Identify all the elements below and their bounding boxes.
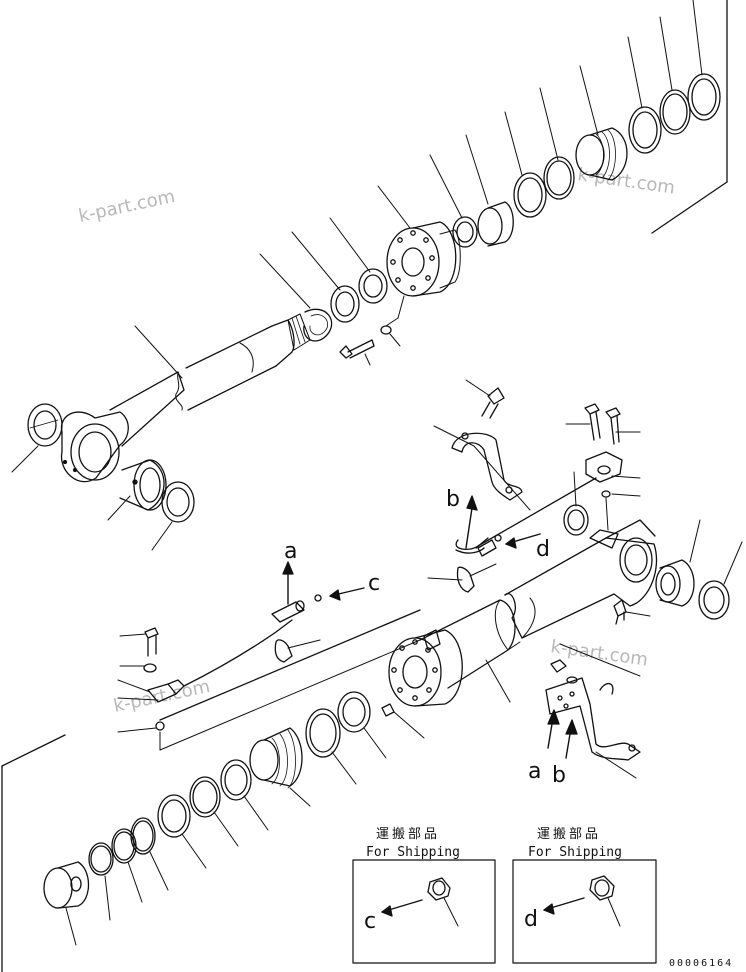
shipping-en-label: For Shipping [528, 845, 622, 860]
dust-seal-ring [161, 481, 195, 523]
lower-ring-2 [305, 708, 341, 758]
lower-ring-3 [220, 759, 252, 801]
ring-9 [687, 73, 721, 121]
ring-8 [659, 89, 691, 135]
shipping-box-d: 運搬部品 For Shipping d [512, 827, 657, 964]
bottom-bushing-ring [563, 504, 589, 536]
hydraulic-pipe-upper [455, 477, 597, 554]
ref-letter-c: c [368, 571, 380, 596]
piston [575, 127, 628, 181]
nut-washer [566, 676, 578, 684]
hose-fitting-d [477, 534, 502, 557]
ref-letter-a: a [284, 539, 297, 564]
ring-2 [358, 268, 388, 304]
shipping-jp-label: 運搬部品 [537, 827, 601, 842]
leader-lines-upper [11, 0, 703, 551]
rod-eye [60, 411, 129, 483]
tube-flange [388, 629, 463, 707]
rod-bushing [119, 459, 167, 511]
ring-1 [330, 285, 360, 323]
shipping-letter: d [524, 907, 538, 932]
watermark: k-part.com [112, 676, 212, 717]
ref-letter-b-lower: b [552, 763, 566, 788]
lower-bushing [43, 861, 90, 909]
cylinder-head [386, 221, 461, 297]
snap-ring [303, 308, 333, 342]
lower-ring-5 [157, 794, 191, 838]
rod-eye-bushing [27, 403, 63, 447]
rod-shaft [109, 313, 311, 447]
tube-end-seal [698, 580, 730, 620]
pipe-bracket [585, 451, 623, 483]
ref-letter-a-lower: a [528, 759, 541, 784]
shipping-nut [589, 875, 621, 927]
support-bracket [545, 677, 641, 761]
shipping-box-c: 運搬部品 For Shipping c [352, 827, 496, 964]
lower-ring-1 [337, 691, 371, 733]
drawing-code: 00006164 [669, 958, 733, 969]
lower-ring-4 [189, 776, 221, 818]
lower-ring-8 [88, 842, 114, 876]
ring-7 [628, 106, 662, 154]
watermark: k-part.com [549, 636, 649, 670]
leader-lines-lower [65, 379, 743, 946]
shipping-en-label: For Shipping [366, 845, 460, 860]
tube-body [419, 599, 521, 689]
nut [550, 659, 567, 673]
bracket-bolts [584, 403, 621, 445]
ring-4 [477, 201, 514, 247]
hose-clamp-b [456, 566, 475, 593]
ring-6 [543, 156, 575, 200]
watermark: k-part.com [77, 186, 177, 227]
tube-end-bushing [655, 559, 695, 607]
frame-lines [1, 0, 728, 972]
reference-letters: a c b d a b [284, 487, 566, 788]
cylinder-tube [504, 519, 658, 639]
hose-clamp [451, 432, 523, 501]
left-pipe-bracket [143, 609, 421, 721]
clamp-bolt [481, 387, 505, 419]
plug [381, 703, 395, 717]
ring-3 [452, 216, 478, 248]
head-bolt [339, 325, 392, 359]
ring-5 [513, 172, 547, 218]
grease-fitting [613, 599, 627, 625]
watermarks: k-part.com k-part.com k-part.com k-part.… [77, 164, 677, 717]
reference-arrows [282, 495, 578, 759]
lower-ring-7 [111, 828, 137, 864]
lower-ring-6 [130, 817, 156, 855]
shipping-nut [427, 877, 459, 927]
shipping-jp-label: 運搬部品 [376, 827, 440, 842]
piston-rod-assembly [27, 73, 721, 523]
lower-piston [249, 727, 303, 789]
ref-letter-d: d [536, 537, 550, 562]
ref-letter-b: b [446, 487, 460, 512]
watermark: k-part.com [576, 164, 676, 198]
cylinder-tube-assembly [43, 387, 730, 909]
bracket-washer [601, 490, 611, 498]
shipping-letter: c [364, 909, 376, 934]
hose-clamp-a [274, 639, 293, 663]
small-washer-left [155, 721, 165, 731]
hose-fitting-a [271, 594, 322, 623]
